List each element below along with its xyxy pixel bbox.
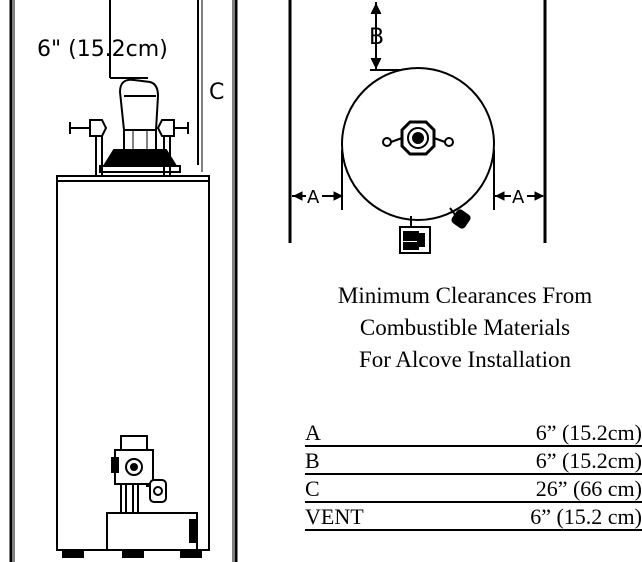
clearance-value: 6” (15.2cm) (535, 448, 642, 473)
caption-line-2: Combustible Materials (359, 315, 571, 340)
clearance-key: A (305, 420, 321, 445)
clearance-caption: Minimum Clearances From Combustible Mate… (280, 280, 642, 376)
clearance-key: B (305, 448, 320, 473)
clearance-value: 6” (15.2 cm) (530, 504, 642, 529)
clearance-row-b: B 6” (15.2cm) (305, 447, 642, 475)
front-view (9, 0, 238, 562)
vent-clearance-label: 6" (15.2cm) (37, 37, 168, 62)
top-gas-control (399, 216, 431, 254)
draft-hood (102, 149, 178, 167)
clearance-table: A 6” (15.2cm) B 6” (15.2cm) C 26” (66 cm… (305, 419, 642, 531)
top-view (288, 0, 547, 254)
right-pipe-fitting (156, 119, 189, 176)
clearance-row-vent: VENT 6” (15.2 cm) (305, 503, 642, 531)
burner-access-door (106, 512, 198, 551)
clearance-value: 6” (15.2cm) (535, 420, 642, 445)
tank-feet (62, 550, 202, 558)
dimension-a-left-label: A (307, 187, 320, 208)
clearance-row-a: A 6” (15.2cm) (305, 419, 642, 447)
clearance-value: 26” (66 cm) (535, 476, 642, 501)
relief-valve (146, 479, 167, 503)
clearance-key: C (305, 476, 320, 501)
vent-pipe (118, 78, 160, 151)
top-relief-valve (449, 207, 471, 229)
flue-fitting (382, 120, 454, 156)
caption-line-3: For Alcove Installation (358, 347, 572, 372)
clearance-row-c: C 26” (66 cm) (305, 475, 642, 503)
gas-control-valve (111, 435, 154, 550)
caption-line-1: Minimum Clearances From (337, 283, 593, 308)
dimension-c-label: C (209, 80, 224, 105)
clearance-key: VENT (305, 504, 364, 529)
dimension-b-label: B (369, 25, 384, 50)
left-pipe-fitting (69, 119, 108, 176)
dimension-a-right-label: A (512, 187, 525, 208)
